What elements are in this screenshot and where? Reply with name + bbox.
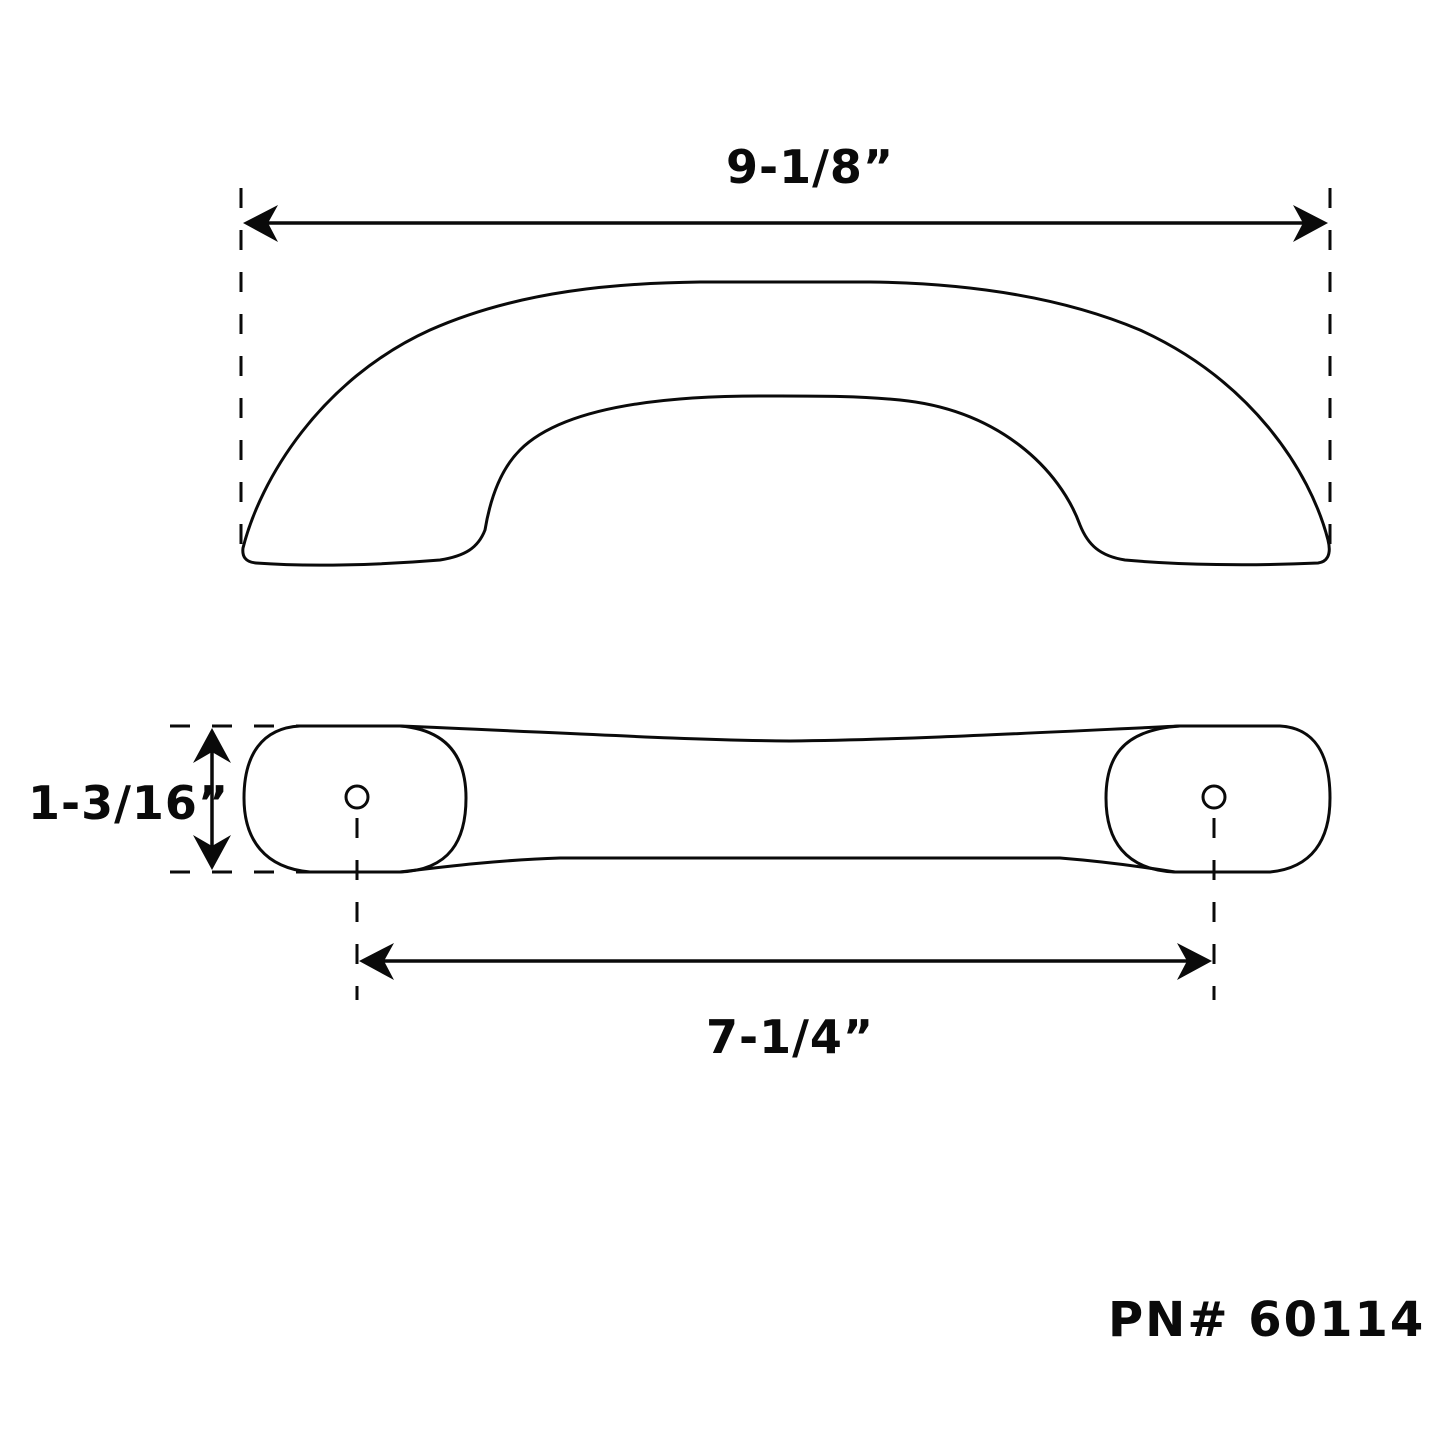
overall-length-label: 9-1/8” — [726, 140, 895, 194]
arrow-right-icon — [1293, 205, 1328, 242]
height-label: 1-3/16” — [28, 776, 230, 830]
arrow-up-icon — [193, 728, 231, 763]
bar-top-edge — [398, 724, 1182, 743]
arrow-left-cc-icon — [359, 943, 394, 980]
left-screw-hole-icon — [344, 784, 370, 810]
arrow-right-cc-icon — [1177, 943, 1212, 980]
part-number-label: PN# 60114 — [1108, 1292, 1426, 1348]
arrow-down-icon — [193, 835, 231, 870]
center-to-center-label: 7-1/4” — [706, 1010, 875, 1064]
left-post-outline — [242, 724, 468, 874]
arrow-left-icon — [243, 205, 278, 242]
side-view — [239, 188, 1332, 567]
top-view — [170, 724, 1332, 1000]
bar-bottom-edge — [398, 856, 1177, 874]
handle-side-outline — [241, 280, 1331, 567]
right-screw-hole-icon — [1201, 784, 1227, 810]
right-post-outline — [1104, 724, 1332, 874]
